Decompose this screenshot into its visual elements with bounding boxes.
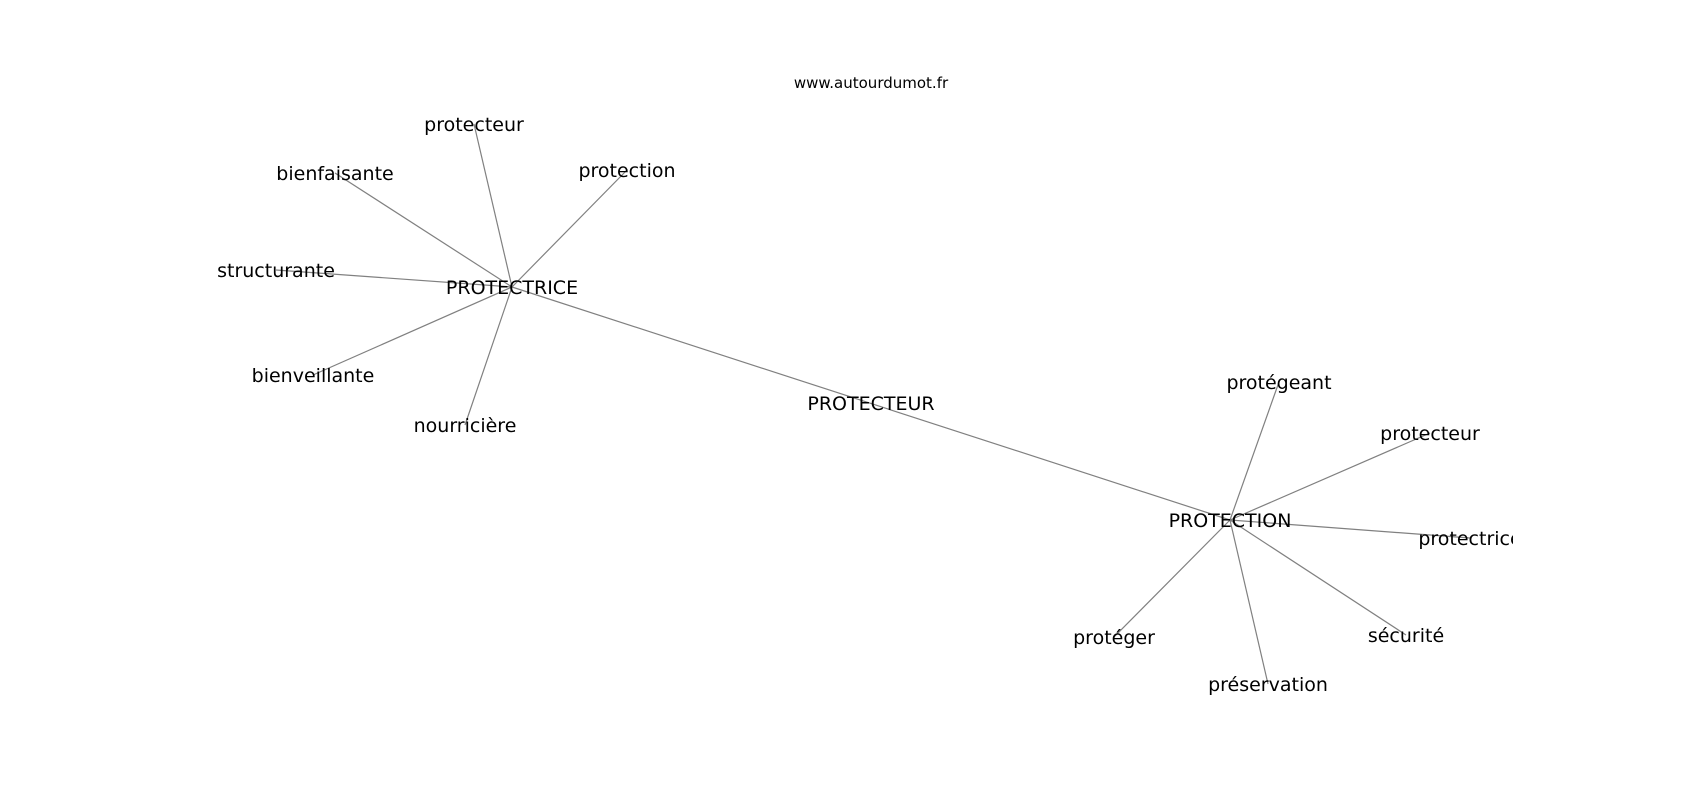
edge-hub2-h2_securite — [1229, 519, 1407, 636]
edge-hub1-h1_structurante — [275, 269, 513, 288]
node-label-h1-bienfaisante: bienfaisante — [276, 163, 393, 185]
node-label-h1-structurante: structurante — [217, 260, 335, 282]
edge-hub2-h2_proteger — [1113, 519, 1231, 638]
edge-hub1-h1_bienveillante — [312, 286, 513, 376]
node-label-h2-protegeant: protégeant — [1226, 372, 1331, 394]
node-label-h2-proteger: protéger — [1073, 627, 1155, 649]
edge-hub2-h2_preservation — [1229, 519, 1269, 685]
edge-hub1-h1_protection — [511, 169, 628, 288]
edge-hub1-hub2 — [511, 286, 1231, 521]
node-label-hub2: PROTECTION — [1169, 510, 1292, 532]
edge-hub2-h2_protecteur — [1229, 432, 1431, 521]
edge-hub1-h1_bienfaisante — [334, 172, 513, 288]
node-label-h1-bienveillante: bienveillante — [252, 365, 375, 387]
edge-hub1-h1_protecteur — [473, 123, 513, 288]
node-label-center: PROTECTEUR — [807, 393, 934, 415]
edge-hub1-h1_nourriciere — [464, 286, 513, 426]
edge-hub2-h2_protegeant — [1229, 381, 1280, 521]
node-label-h2-securite: sécurité — [1368, 625, 1444, 647]
edge-hub2-h2_protectrice — [1229, 519, 1471, 539]
node-label-h2-preservation: préservation — [1208, 674, 1328, 696]
node-label-h1-nourriciere: nourricière — [414, 415, 517, 437]
watermark-text: www.autourdumot.fr — [794, 74, 949, 92]
node-label-hub1: PROTECTRICE — [446, 277, 578, 299]
node-label-h2-protectrice: protectrice — [1418, 528, 1521, 550]
edges-layer — [275, 123, 1471, 685]
node-label-h2-protecteur: protecteur — [1380, 423, 1480, 445]
nodes-layer: PROTECTEUR PROTECTRICE PROTECTION protecteu… — [217, 114, 1521, 696]
node-label-h1-protection: protection — [578, 160, 675, 182]
node-label-h1-protecteur: protecteur — [424, 114, 524, 136]
